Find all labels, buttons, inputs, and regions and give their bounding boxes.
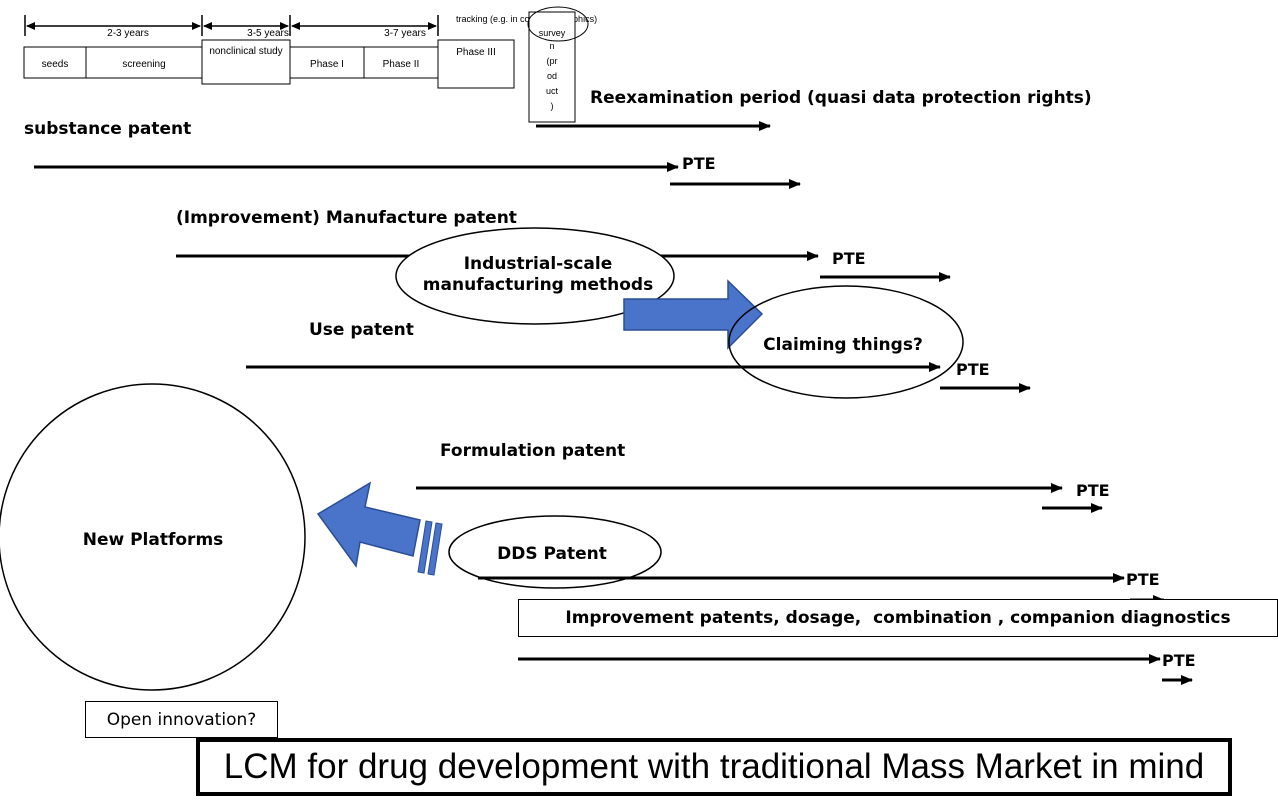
stage-screening: screening: [122, 59, 165, 70]
pte-label-improvement: PTE: [1162, 651, 1196, 670]
dds-patent-ellipse: [448, 515, 662, 589]
reexamination-label: Reexamination period (quasi data protect…: [590, 88, 1092, 108]
stage-nonclinical: nonclinical study: [209, 46, 283, 57]
stage-phase-3: Phase III: [456, 47, 496, 58]
tracking-note: tracking (e.g. in computer graphics): [456, 14, 597, 24]
svg-text:): ): [551, 101, 554, 111]
claiming-things-ellipse: [728, 285, 964, 399]
duration-label-nonclinical: 3-5 years: [247, 28, 289, 39]
stage-phase-2: Phase II: [383, 59, 420, 70]
new-platforms-circle: [0, 383, 306, 691]
formulation-patent-label: Formulation patent: [440, 441, 625, 461]
open-innovation-label: Open innovation?: [106, 709, 257, 730]
claiming-things-label: Claiming things?: [763, 335, 923, 355]
duration-label-discovery: 2-3 years: [107, 28, 149, 39]
blue-arrow-left-stripe-2: [427, 522, 443, 576]
blue-arrow-left-stripe-1: [417, 520, 433, 574]
manufacturing-methods-label: manufacturing methods: [423, 275, 653, 295]
improvement-patents-label: Improvement patents, dosage, combination…: [565, 608, 1231, 628]
pte-label-dds: PTE: [1126, 570, 1160, 589]
duration-label-clinical: 3-7 years: [384, 28, 426, 39]
stage-seeds: seeds: [42, 59, 69, 70]
use-patent-label: Use patent: [309, 320, 414, 340]
substance-patent-label: substance patent: [24, 119, 191, 139]
blue-arrow-right: [623, 279, 764, 350]
dds-patent-label: DDS Patent: [497, 544, 607, 564]
caption-box: LCM for drug development with traditiona…: [196, 738, 1232, 796]
svg-text:(pr: (pr: [547, 56, 558, 66]
new-platforms-label: New Platforms: [83, 530, 224, 550]
svg-text:od: od: [547, 71, 557, 81]
blue-arrow-left: [316, 481, 421, 568]
pte-label-substance: PTE: [682, 154, 716, 173]
manufacture-patent-label: (Improvement) Manufacture patent: [176, 208, 517, 228]
svg-text:uct: uct: [546, 86, 559, 96]
svg-text:n: n: [549, 41, 554, 51]
stage-phase-1: Phase I: [310, 59, 344, 70]
open-innovation-box: Open innovation?: [85, 701, 278, 738]
industrial-scale-ellipse: [395, 227, 675, 325]
pte-label-manufacture: PTE: [832, 249, 866, 268]
industrial-scale-label: Industrial-scale: [464, 254, 613, 274]
survey-label: survey: [539, 28, 566, 38]
pte-label-formulation: PTE: [1076, 481, 1110, 500]
improvement-patents-box: Improvement patents, dosage, combination…: [518, 599, 1278, 637]
pte-label-use: PTE: [956, 360, 990, 379]
development-timeline: 2-3 years 3-5 years 3-7 years tracking (…: [23, 6, 597, 123]
caption-text: LCM for drug development with traditiona…: [223, 747, 1205, 786]
